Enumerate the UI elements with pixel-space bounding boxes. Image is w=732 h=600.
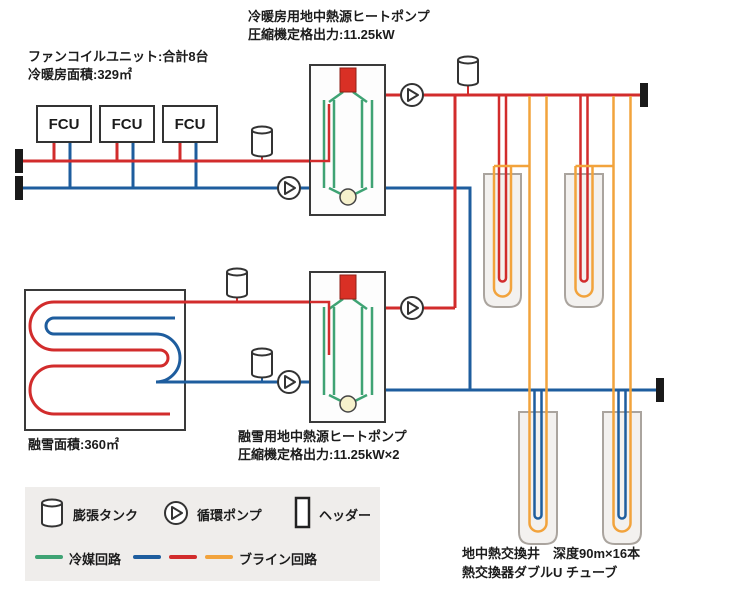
hp1-refrigerant-loop <box>322 90 374 196</box>
legend: 膨張タンク 循環ポンプ ヘッダー 冷媒回路 ブライン回路 <box>25 487 380 581</box>
legend-header-label: ヘッダー <box>319 508 372 523</box>
brine-pipes <box>492 96 632 533</box>
lower-well-2 <box>602 411 642 545</box>
hp2-refrigerant-loop <box>322 297 374 403</box>
legend-expansion-tank-label: 膨張タンク <box>73 508 139 523</box>
legend-refrigerant-label: 冷媒回路 <box>69 552 122 567</box>
legend-circulation-pump-label: 循環ポンプ <box>197 508 262 523</box>
red-pipes <box>23 82 640 318</box>
upper-well-1 <box>483 173 522 308</box>
expansion-valve-icon <box>339 188 357 206</box>
expansion-tank-icon <box>41 498 63 528</box>
heat-pump-2 <box>309 271 386 423</box>
upper-well-2-red-u <box>579 96 589 283</box>
hp2-title: 融雪用地中熱源ヒートポンプ <box>238 429 407 444</box>
snow-melt-panel <box>24 289 186 431</box>
lower-well-2-brine-u <box>612 96 632 533</box>
coil-supply-red <box>28 300 185 416</box>
brine-orange-swatch <box>205 555 233 559</box>
lower-well-1 <box>518 411 558 545</box>
circulation-pump-icon <box>277 176 301 200</box>
hp1-inner-red <box>310 104 331 163</box>
refrigerant-line-swatch <box>35 555 63 559</box>
hp2-output: 圧縮機定格出力:11.25kW×2 <box>238 447 400 462</box>
header-icon <box>15 149 23 173</box>
fcu-unit-3: FCU <box>162 105 218 143</box>
lower-well-1-brine-u <box>528 96 548 533</box>
circulation-pump-icon <box>277 370 301 394</box>
hp1-title: 冷暖房用地中熱源ヒートポンプ <box>248 9 430 24</box>
circulation-pump-icon <box>400 83 424 107</box>
snow-area-label: 融雪面積:360㎡ <box>28 437 120 452</box>
compressor-icon <box>339 67 357 93</box>
upper-well-1-red-u <box>497 96 508 283</box>
headers <box>15 83 664 402</box>
circulation-pump-icon <box>400 296 424 320</box>
circulation-pumps <box>277 83 424 394</box>
expansion-tank-icon <box>251 347 273 379</box>
lower-well-1-blue-u <box>533 390 543 520</box>
upper-well-2-brine-u <box>574 166 594 298</box>
header-icon <box>15 176 23 200</box>
snow-melt-coil <box>28 300 185 416</box>
fcu-unit-2: FCU <box>99 105 155 143</box>
header-icon <box>640 83 648 107</box>
lower-well-2-blue-u <box>617 390 627 520</box>
expansion-tank-icon <box>457 55 479 87</box>
legend-brine-label: ブライン回路 <box>239 552 318 567</box>
header-icon <box>294 496 311 529</box>
hp2-inner-red <box>310 300 331 355</box>
expansion-valve-icon <box>339 395 357 413</box>
wells-tube-label: 熱交換器ダブルU チューブ <box>462 565 618 580</box>
compressor-icon <box>339 274 357 300</box>
wells-depth-label: 地中熱交換井 深度90m×16本 <box>462 546 641 561</box>
hp1-output: 圧縮機定格出力:11.25kW <box>248 27 395 42</box>
expansion-tanks <box>226 55 479 379</box>
expansion-tank-icon <box>251 125 273 158</box>
fcu-count-label: ファンコイルユニット:合計8台 <box>28 49 209 64</box>
heat-pump-1 <box>309 64 386 216</box>
upper-well-2 <box>564 173 604 308</box>
upper-well-1-brine-u <box>492 166 513 298</box>
circulation-pump-icon <box>164 501 188 525</box>
header-icon <box>656 378 664 402</box>
brine-blue-swatch <box>133 555 161 559</box>
fcu-area-label: 冷暖房面積:329㎡ <box>28 67 133 82</box>
brine-red-swatch <box>169 555 197 559</box>
fcu-unit-1: FCU <box>36 105 92 143</box>
expansion-tank-icon <box>226 267 248 299</box>
coil-return-blue <box>44 316 183 384</box>
